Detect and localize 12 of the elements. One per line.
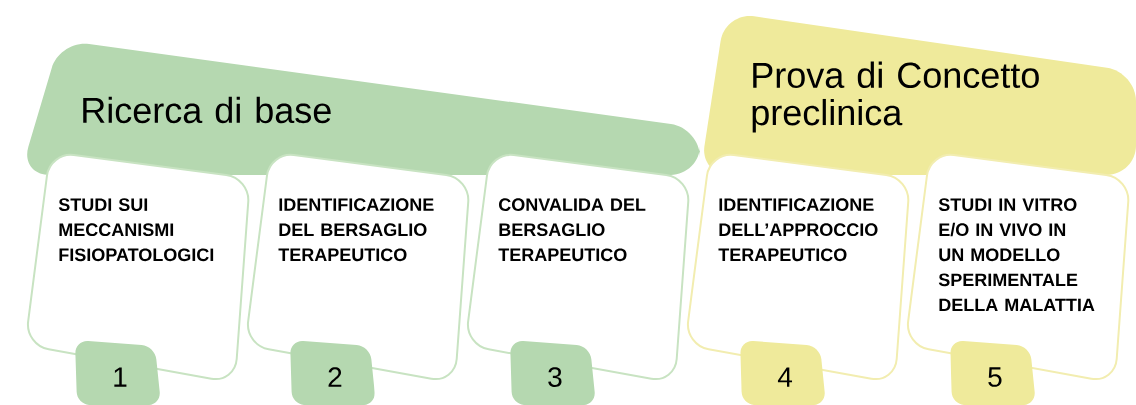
node-label: STUDI IN VITRO E/O IN VIVO IN UN MODELLO SPERIMENTALE DELLA MALATTIA — [938, 198, 1095, 312]
node-label: CONVALIDA DEL BERSAGLIO TERAPEUTICO — [498, 198, 646, 262]
node-label: STUDI SUI MECCANISMI FISIOPATOLOGICI — [58, 198, 214, 262]
number-tab: 2 — [290, 340, 375, 405]
number-tab: 3 — [510, 340, 595, 405]
number-tab: 4 — [740, 340, 825, 405]
node-label: IDENTIFICAZIONE DEL BERSAGLIO TERAPEUTICO — [278, 198, 434, 262]
phase-panel: Ricerca di base — [27, 43, 700, 175]
number-tab: 1 — [75, 340, 160, 405]
number-tab: 5 — [950, 340, 1035, 405]
phase-panel: Prova di Concetto preclinica — [704, 15, 1136, 175]
node-label: IDENTIFICAZIONE DELL’APPROCCIO TERAPEUTICO — [718, 198, 878, 262]
